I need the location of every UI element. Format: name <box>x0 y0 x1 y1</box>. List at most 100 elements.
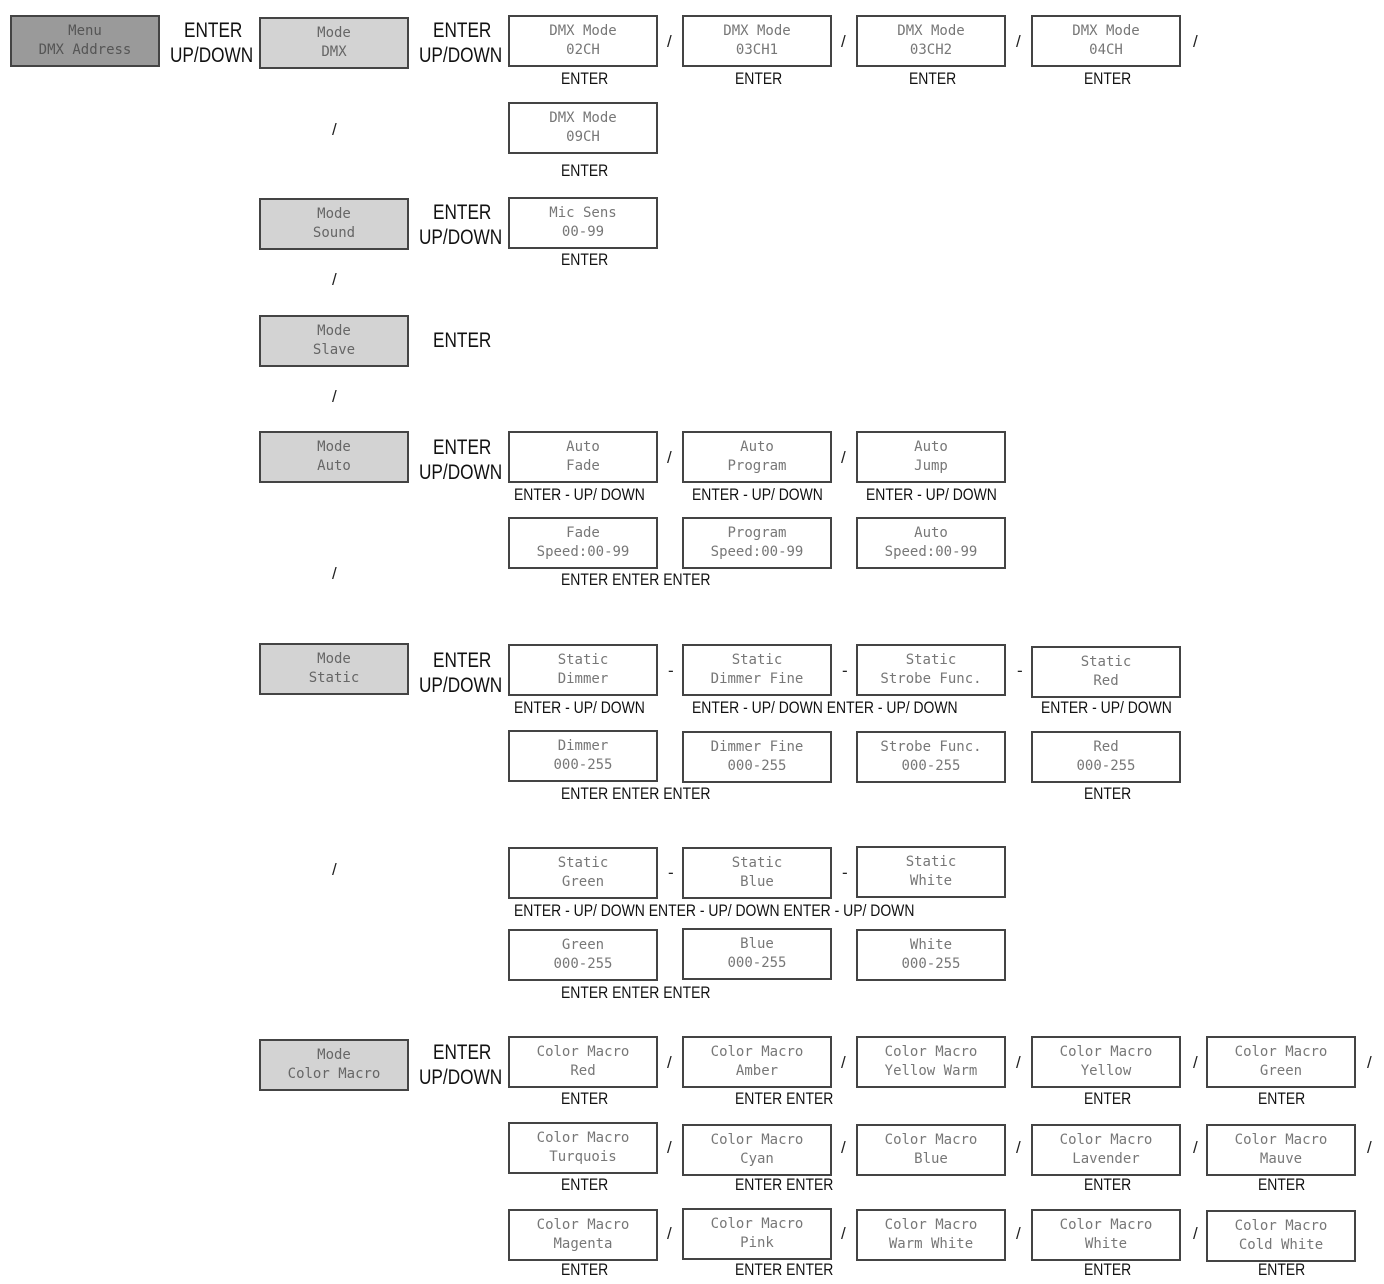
mode-dmx-box: Mode DMX <box>259 17 409 69</box>
color-macro-pink-box: Color Macro Pink <box>682 1208 832 1260</box>
enter-label: ENTER <box>561 69 609 88</box>
box-line2: Green <box>561 874 605 890</box>
slash-separator: / <box>1367 1053 1372 1072</box>
enter-enter-enter-label: ENTER ENTER ENTER <box>561 570 711 589</box>
box-line2: 09CH <box>566 129 600 145</box>
box-line2: Blue <box>914 1151 948 1167</box>
box-line2: Speed:00-99 <box>536 544 630 560</box>
box-line1: Mode <box>317 651 351 667</box>
dmx-mode-02ch-box: DMX Mode 02CH <box>508 15 658 67</box>
box-line2: Mauve <box>1259 1151 1303 1167</box>
static-red-box: Static Red <box>1031 646 1181 698</box>
enter-label: ENTER <box>433 436 492 459</box>
box-line1: Mic Sens <box>549 205 617 221</box>
fade-speed-box: Fade Speed:00-99 <box>508 517 658 569</box>
static-green-box: Static Green <box>508 847 658 899</box>
box-line2: DMX <box>321 44 347 60</box>
box-line1: Color Macro <box>536 1217 630 1233</box>
slash-separator: / <box>1016 1138 1021 1157</box>
strobe-func-value-box: Strobe Func. 000-255 <box>856 731 1006 783</box>
enter-enter-label: ENTER ENTER <box>735 1175 834 1194</box>
color-macro-yellow-box: Color Macro Yellow <box>1031 1036 1181 1088</box>
slash-separator: / <box>1193 1224 1198 1243</box>
enter-label: ENTER <box>433 201 492 224</box>
box-line1: Green <box>561 937 605 953</box>
color-macro-lavender-box: Color Macro Lavender <box>1031 1124 1181 1176</box>
dash-separator: - <box>668 863 674 882</box>
box-line1: Fade <box>566 525 600 541</box>
box-line2: Speed:00-99 <box>710 544 804 560</box>
mode-auto-box: Mode Auto <box>259 431 409 483</box>
mode-sound-box: Mode Sound <box>259 198 409 250</box>
slash-separator: / <box>667 448 672 467</box>
box-line1: Auto <box>914 525 948 541</box>
box-line2: 02CH <box>566 42 600 58</box>
color-macro-warm-white-box: Color Macro Warm White <box>856 1209 1006 1261</box>
box-line2: Amber <box>735 1063 779 1079</box>
box-line2: White <box>1084 1236 1128 1252</box>
box-line2: Fade <box>566 458 600 474</box>
dash-separator: - <box>668 661 674 680</box>
box-line1: Static <box>905 652 957 668</box>
box-line2: Color Macro <box>287 1066 381 1082</box>
box-line1: Static <box>731 652 783 668</box>
enter-updown-triple-label: ENTER - UP/ DOWN ENTER - UP/ DOWN ENTER … <box>514 901 915 920</box>
box-line1: Color Macro <box>1059 1132 1153 1148</box>
box-line2: Magenta <box>553 1236 613 1252</box>
enter-label: ENTER <box>433 1041 492 1064</box>
box-line1: Color Macro <box>1234 1132 1328 1148</box>
mode-color-macro-box: Mode Color Macro <box>259 1039 409 1091</box>
enter-label: ENTER <box>561 1089 609 1108</box>
box-line1: Color Macro <box>536 1044 630 1060</box>
enter-label: ENTER <box>1084 1260 1132 1279</box>
color-macro-yellow-warm-box: Color Macro Yellow Warm <box>856 1036 1006 1088</box>
color-macro-white-box: Color Macro White <box>1031 1209 1181 1261</box>
color-macro-green-box: Color Macro Green <box>1206 1036 1356 1088</box>
enter-label: ENTER <box>1084 784 1132 803</box>
box-line1: DMX Mode <box>1072 23 1140 39</box>
menu-dmx-address-box: Menu DMX Address <box>10 15 160 67</box>
dmx-mode-03ch1-box: DMX Mode 03CH1 <box>682 15 832 67</box>
box-line2: Red <box>1093 673 1119 689</box>
enter-updown-pair-label: ENTER - UP/ DOWN ENTER - UP/ DOWN <box>692 698 958 717</box>
box-line2: Warm White <box>888 1236 974 1252</box>
box-line2: Speed:00-99 <box>884 544 978 560</box>
enter-label: ENTER <box>735 69 783 88</box>
box-line2: Program <box>727 458 787 474</box>
box-line2: 03CH1 <box>735 42 779 58</box>
enter-label: ENTER <box>433 649 492 672</box>
box-line1: Program <box>727 525 787 541</box>
box-line1: Color Macro <box>1234 1218 1328 1234</box>
dimmer-value-box: Dimmer 000-255 <box>508 730 658 782</box>
box-line1: Color Macro <box>884 1132 978 1148</box>
box-line1: Mode <box>317 25 351 41</box>
enter-label: ENTER <box>1084 1089 1132 1108</box>
mode-static-box: Mode Static <box>259 643 409 695</box>
box-line1: Static <box>557 652 609 668</box>
program-speed-box: Program Speed:00-99 <box>682 517 832 569</box>
box-line2: Sound <box>312 225 356 241</box>
updown-label: UP/DOWN <box>419 226 503 249</box>
green-value-box: Green 000-255 <box>508 929 658 981</box>
box-line1: Mode <box>317 1047 351 1063</box>
box-line2: Jump <box>914 458 948 474</box>
box-line1: Auto <box>740 439 774 455</box>
slash-separator: / <box>1016 1224 1021 1243</box>
box-line2: DMX Address <box>38 42 132 58</box>
static-blue-box: Static Blue <box>682 847 832 899</box>
enter-label: ENTER <box>433 329 492 352</box>
slash-separator: / <box>1193 32 1198 51</box>
slash-separator: / <box>332 860 337 879</box>
box-line2: 00-99 <box>561 224 605 240</box>
box-line2: 000-255 <box>727 955 787 971</box>
dmx-mode-04ch-box: DMX Mode 04CH <box>1031 15 1181 67</box>
color-macro-red-box: Color Macro Red <box>508 1036 658 1088</box>
color-macro-blue-box: Color Macro Blue <box>856 1124 1006 1176</box>
box-line2: Dimmer Fine <box>710 671 804 687</box>
box-line2: Static <box>308 670 360 686</box>
box-line1: Auto <box>914 439 948 455</box>
slash-separator: / <box>1016 32 1021 51</box>
box-line1: Color Macro <box>1059 1044 1153 1060</box>
box-line2: White <box>909 873 953 889</box>
updown-label: UP/DOWN <box>170 44 254 67</box>
